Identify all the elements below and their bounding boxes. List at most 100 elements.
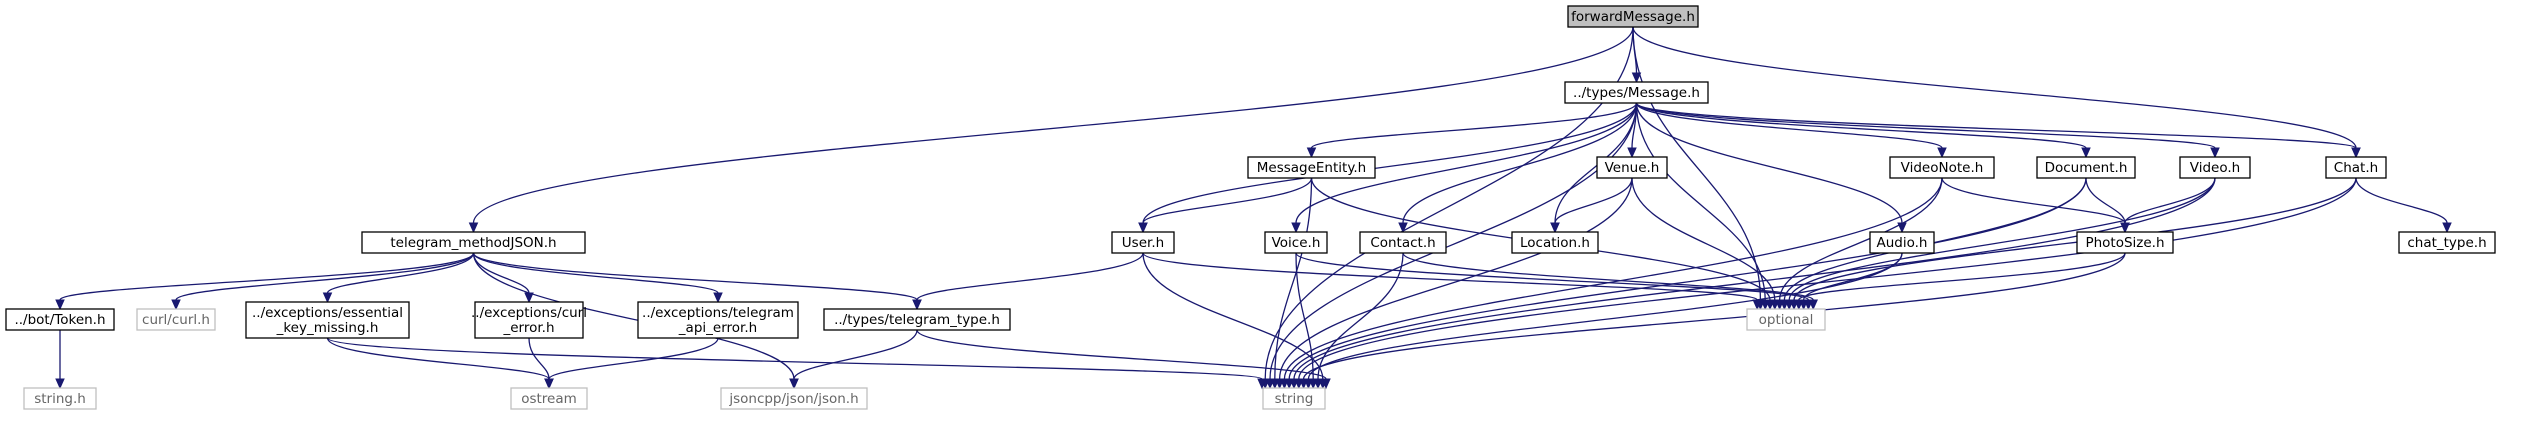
node-User[interactable]: User.h [1111, 231, 1175, 254]
node-curlerr[interactable]: ../exceptions/curl_error.h [471, 301, 587, 339]
nodes-layer: forwardMessage.h ../types/Message.h telegr… [5, 5, 2496, 410]
edge-arrowhead [1752, 299, 1762, 311]
node-Venue[interactable]: Venue.h [1596, 156, 1668, 179]
node-tgapierr[interactable]: ../exceptions/telegram_api_error.h [637, 301, 799, 339]
edge-arrowhead [544, 378, 554, 390]
node-box [720, 387, 868, 410]
edge-line [548, 337, 719, 380]
edge-telegram_methodJSON-to-essential [322, 252, 475, 304]
node-label: Location.h [1520, 235, 1590, 251]
edge-arrowhead [789, 378, 799, 390]
node-essential[interactable]: ../exceptions/essential_key_missing.h [245, 301, 410, 339]
node-PhotoSize[interactable]: PhotoSize.h [2076, 231, 2174, 254]
edge-Venue-to-Location [1550, 177, 1633, 234]
node-Document[interactable]: Document.h [2036, 156, 2136, 179]
node-botToken[interactable]: ../bot/Token.h [5, 308, 115, 331]
node-MessageEntity[interactable]: MessageEntity.h [1247, 156, 1376, 179]
node-label: Video.h [2190, 160, 2240, 176]
node-Contact[interactable]: Contact.h [1359, 231, 1447, 254]
node-VideoNote[interactable]: VideoNote.h [1889, 156, 1995, 179]
node-box [1511, 231, 1599, 254]
node-chat_type[interactable]: chat_type.h [2398, 231, 2496, 254]
node-label: _error.h [502, 320, 554, 336]
edge-arrowhead [468, 222, 479, 234]
edge-line [1142, 177, 1313, 224]
edge-forwardMessage-to-telegram_methodJSON [468, 26, 1634, 234]
edge-arrowhead [2081, 147, 2091, 159]
edge-arrowhead [1257, 378, 1267, 390]
edge-VideoNote-to-PhotoSize [1941, 177, 2130, 234]
edge-telegram_methodJSON-to-botToken [55, 252, 475, 311]
node-Voice[interactable]: Voice.h [1264, 231, 1328, 254]
node-telegram_methodJSON[interactable]: telegram_methodJSON.h [361, 231, 586, 254]
node-label: Audio.h [1877, 235, 1928, 251]
edge-telegram_methodJSON-to-tgapierr [472, 252, 723, 304]
node-Chat[interactable]: Chat.h [2325, 156, 2387, 179]
node-box [245, 301, 410, 339]
edge-arrowhead [2210, 147, 2220, 159]
edge-line [1631, 177, 1776, 301]
edge-line [1293, 177, 2216, 380]
edge-line [1635, 102, 1903, 224]
edge-botToken-to-stringh [55, 330, 65, 390]
edge-line [1317, 252, 1404, 380]
edge-line [1302, 252, 2126, 380]
edge-line [1142, 252, 1758, 301]
edge-line [1283, 177, 1943, 380]
node-stringh: string.h [23, 387, 97, 410]
node-label: User.h [1122, 235, 1164, 251]
node-box [1264, 231, 1328, 254]
node-label: string.h [34, 391, 86, 407]
node-box [136, 308, 216, 331]
edge-MessageEntity-to-User [1138, 177, 1313, 234]
edge-line [1554, 177, 1633, 224]
edge-arrowhead [1627, 147, 1637, 159]
edge-line [1295, 252, 1810, 301]
edge-User-to-tgtype [912, 252, 1144, 311]
node-box [1359, 231, 1447, 254]
node-Location[interactable]: Location.h [1511, 231, 1599, 254]
edge-line [1778, 177, 1943, 301]
edge-line [1941, 177, 2126, 224]
edge-line [1307, 252, 1903, 380]
node-box [510, 387, 588, 410]
edge-line [1635, 102, 2216, 149]
node-forwardMessage: forwardMessage.h [1567, 5, 1699, 28]
node-label: Document.h [2045, 160, 2128, 176]
node-label: forwardMessage.h [1571, 9, 1695, 25]
node-jsoncpp: jsoncpp/json/json.h [720, 387, 868, 410]
node-label: PhotoSize.h [2085, 235, 2164, 251]
node-tgtype[interactable]: ../types/telegram_type.h [823, 308, 1011, 331]
edge-arrowhead [912, 299, 922, 311]
edge-line [1264, 26, 1634, 380]
edge-Message-to-Voice [1291, 102, 1638, 234]
node-box [1564, 81, 1709, 104]
node-box [1746, 308, 1826, 331]
node-Audio[interactable]: Audio.h [1869, 231, 1935, 254]
edge-line [1788, 177, 2216, 301]
edge-Message-to-Audio [1635, 102, 1907, 234]
edge-line [472, 252, 719, 294]
edge-arrowhead [55, 378, 65, 390]
edge-line [916, 329, 1327, 380]
edge-line [1798, 252, 2126, 301]
node-ostream: ostream [510, 387, 588, 410]
edge-line [2124, 177, 2216, 224]
node-Message[interactable]: ../types/Message.h [1564, 81, 1709, 104]
edge-line [1402, 102, 1638, 224]
node-label: _api_error.h [678, 320, 757, 336]
edge-tgtype-to-jsoncpp [789, 329, 918, 390]
node-label: ../exceptions/telegram [642, 305, 794, 321]
node-box [474, 301, 584, 339]
node-label: ../types/telegram_type.h [834, 312, 1000, 328]
node-Video[interactable]: Video.h [2179, 156, 2251, 179]
node-label: ../exceptions/curl [471, 305, 587, 321]
node-label: ../types/Message.h [1573, 85, 1700, 101]
edge-Message-to-Chat [1635, 102, 2361, 159]
edge-Message-to-optional [1635, 102, 1770, 311]
node-box [1247, 156, 1376, 179]
edge-arrowhead [2351, 147, 2361, 159]
edge-line [1288, 177, 2087, 380]
edge-line [793, 329, 918, 380]
